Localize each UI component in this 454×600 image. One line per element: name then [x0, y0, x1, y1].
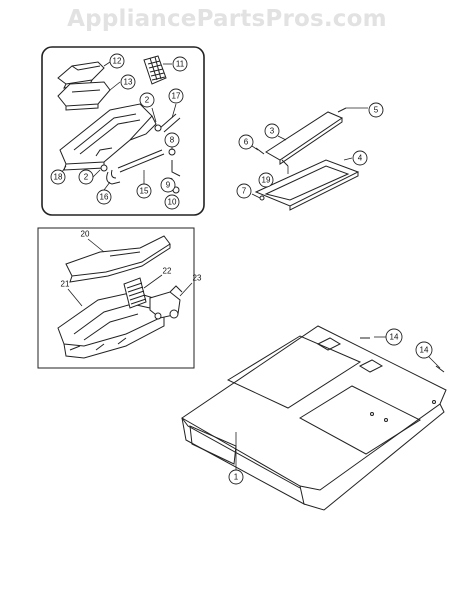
part-5-screw — [337, 107, 347, 113]
callout-7: 7 — [236, 183, 252, 199]
part-14-screw-lower — [435, 365, 445, 373]
callout-14-lower: 14 — [415, 341, 433, 359]
inset-box-dispenser — [41, 46, 205, 216]
callout-9: 9 — [160, 177, 176, 193]
svg-text:9: 9 — [166, 181, 171, 190]
label-20: 20 — [81, 230, 90, 239]
part-22-screen — [123, 277, 147, 309]
callout-19: 19 — [258, 172, 274, 188]
inset-box-housing — [37, 227, 195, 369]
svg-text:11: 11 — [176, 60, 185, 69]
callout-5: 5 — [368, 102, 384, 118]
svg-text:8: 8 — [170, 136, 175, 145]
svg-text:2: 2 — [84, 173, 89, 182]
part-23-valve — [149, 285, 183, 320]
svg-text:10: 10 — [168, 198, 177, 207]
part-11-grille — [143, 55, 167, 85]
callout-14-upper: 14 — [385, 328, 403, 346]
leaders-main-panel — [235, 336, 441, 470]
callout-15: 15 — [136, 183, 152, 199]
part-3-filter-cover — [265, 111, 344, 165]
svg-text:4: 4 — [358, 154, 363, 163]
svg-text:14: 14 — [390, 333, 399, 342]
part-4-filter-frame — [254, 159, 360, 211]
part-12-lid — [57, 61, 105, 89]
part-13-cup — [57, 81, 111, 111]
part-1-top-panel — [181, 325, 447, 511]
svg-text:13: 13 — [124, 78, 133, 87]
part-15-hose — [117, 149, 165, 173]
part-7-screw — [259, 195, 265, 201]
part-18-dispenser-housing — [59, 103, 157, 171]
callout-17: 17 — [168, 88, 184, 104]
callout-10: 10 — [164, 194, 180, 210]
part-17-hose — [159, 113, 181, 133]
callout-16: 16 — [96, 189, 112, 205]
label-21: 21 — [61, 280, 70, 289]
part-2-fitting-lower — [100, 164, 108, 172]
leaders-box2 — [67, 238, 193, 307]
svg-text:6: 6 — [244, 138, 249, 147]
part-2-fitting-upper — [154, 124, 162, 132]
svg-text:5: 5 — [374, 106, 379, 115]
leaders-upper-right — [251, 107, 368, 199]
callout-2-lower: 2 — [78, 169, 94, 185]
svg-text:19: 19 — [262, 176, 271, 185]
part-6-clip — [255, 147, 265, 155]
label-22: 22 — [163, 267, 172, 276]
part-21-base-housing — [57, 291, 165, 359]
callout-3: 3 — [264, 123, 280, 139]
callout-8: 8 — [164, 132, 180, 148]
svg-text:2: 2 — [145, 96, 150, 105]
callout-11: 11 — [172, 56, 188, 72]
svg-text:17: 17 — [172, 92, 181, 101]
callout-1: 1 — [228, 469, 244, 485]
svg-text:18: 18 — [54, 173, 63, 182]
callout-18: 18 — [50, 169, 66, 185]
callout-6: 6 — [238, 134, 254, 150]
watermark-logo: AppliancePartsPros.com — [67, 6, 387, 32]
svg-text:12: 12 — [113, 57, 122, 66]
part-20-cover-bracket — [65, 235, 171, 283]
part-19-tab — [281, 159, 289, 167]
callout-12: 12 — [109, 53, 125, 69]
svg-text:14: 14 — [420, 346, 429, 355]
label-23: 23 — [193, 274, 202, 283]
svg-text:1: 1 — [234, 473, 239, 482]
svg-text:16: 16 — [100, 193, 109, 202]
callout-4: 4 — [352, 150, 368, 166]
svg-text:7: 7 — [242, 187, 247, 196]
part-16-elbow — [106, 169, 121, 185]
svg-text:15: 15 — [140, 187, 149, 196]
part-9-fitting — [171, 160, 181, 177]
callout-13: 13 — [120, 74, 136, 90]
svg-text:3: 3 — [270, 127, 275, 136]
callout-2-upper: 2 — [139, 92, 155, 108]
